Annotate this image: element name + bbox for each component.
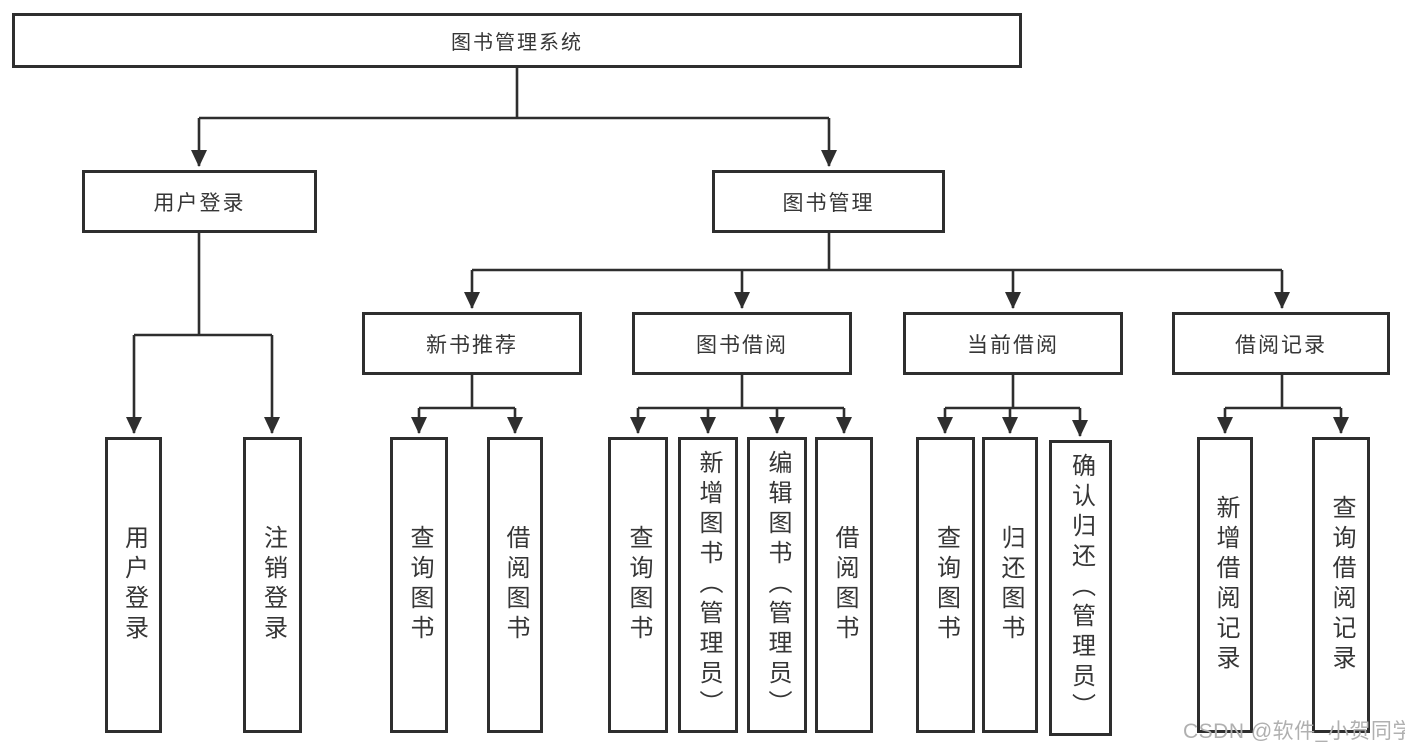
node-new-book-recommend: 新书推荐	[362, 312, 582, 375]
node-user-login-label: 用户登录	[153, 191, 246, 215]
leaf-bb-add-book-admin: 新增图书（管理员）	[678, 437, 738, 733]
node-borrow-record: 借阅记录	[1172, 312, 1390, 375]
node-current-borrow: 当前借阅	[903, 312, 1123, 375]
leaf-nbr-query-book-label: 查询图书	[406, 525, 433, 645]
leaf-bb-query-book: 查询图书	[608, 437, 668, 733]
leaf-nbr-borrow-book: 借阅图书	[487, 437, 543, 733]
node-new-book-recommend-label: 新书推荐	[426, 333, 518, 357]
leaf-cb-return-book: 归还图书	[982, 437, 1038, 733]
leaf-nbr-query-book: 查询图书	[390, 437, 448, 733]
watermark: CSDN @软件_小贺同学	[1183, 720, 1405, 743]
leaf-bb-borrow-book: 借阅图书	[815, 437, 873, 733]
node-root-label: 图书管理系统	[451, 32, 583, 54]
leaf-br-query-record: 查询借阅记录	[1312, 437, 1370, 733]
leaf-bb-edit-book-admin: 编辑图书（管理员）	[747, 437, 807, 733]
node-book-borrow: 图书借阅	[632, 312, 852, 375]
leaf-user-login-label: 用户登录	[120, 525, 148, 645]
leaf-cb-query-book: 查询图书	[916, 437, 975, 733]
leaf-cb-confirm-return-admin: 确认归还（管理员）	[1049, 440, 1112, 736]
leaf-bb-borrow-book-label: 借阅图书	[831, 525, 858, 645]
leaf-br-query-record-label: 查询借阅记录	[1328, 495, 1355, 675]
leaf-br-add-record: 新增借阅记录	[1197, 437, 1253, 733]
leaf-bb-add-book-admin-label: 新增图书（管理员）	[695, 450, 722, 720]
leaf-br-add-record-label: 新增借阅记录	[1212, 495, 1239, 675]
node-book-management: 图书管理	[712, 170, 945, 233]
leaf-nbr-borrow-book-label: 借阅图书	[502, 525, 529, 645]
leaf-logout-label: 注销登录	[259, 525, 287, 645]
node-book-management-label: 图书管理	[782, 191, 875, 215]
node-user-login: 用户登录	[82, 170, 317, 233]
node-current-borrow-label: 当前借阅	[967, 333, 1059, 357]
leaf-cb-return-book-label: 归还图书	[997, 525, 1024, 645]
leaf-cb-confirm-return-admin-label: 确认归还（管理员）	[1067, 453, 1095, 723]
leaf-bb-query-book-label: 查询图书	[625, 525, 652, 645]
node-borrow-record-label: 借阅记录	[1235, 333, 1327, 357]
leaf-cb-query-book-label: 查询图书	[932, 525, 960, 645]
leaf-bb-edit-book-admin-label: 编辑图书（管理员）	[764, 450, 791, 720]
node-root: 图书管理系统	[12, 13, 1022, 68]
node-book-borrow-label: 图书借阅	[696, 333, 788, 357]
leaf-logout: 注销登录	[243, 437, 302, 733]
leaf-user-login: 用户登录	[105, 437, 162, 733]
